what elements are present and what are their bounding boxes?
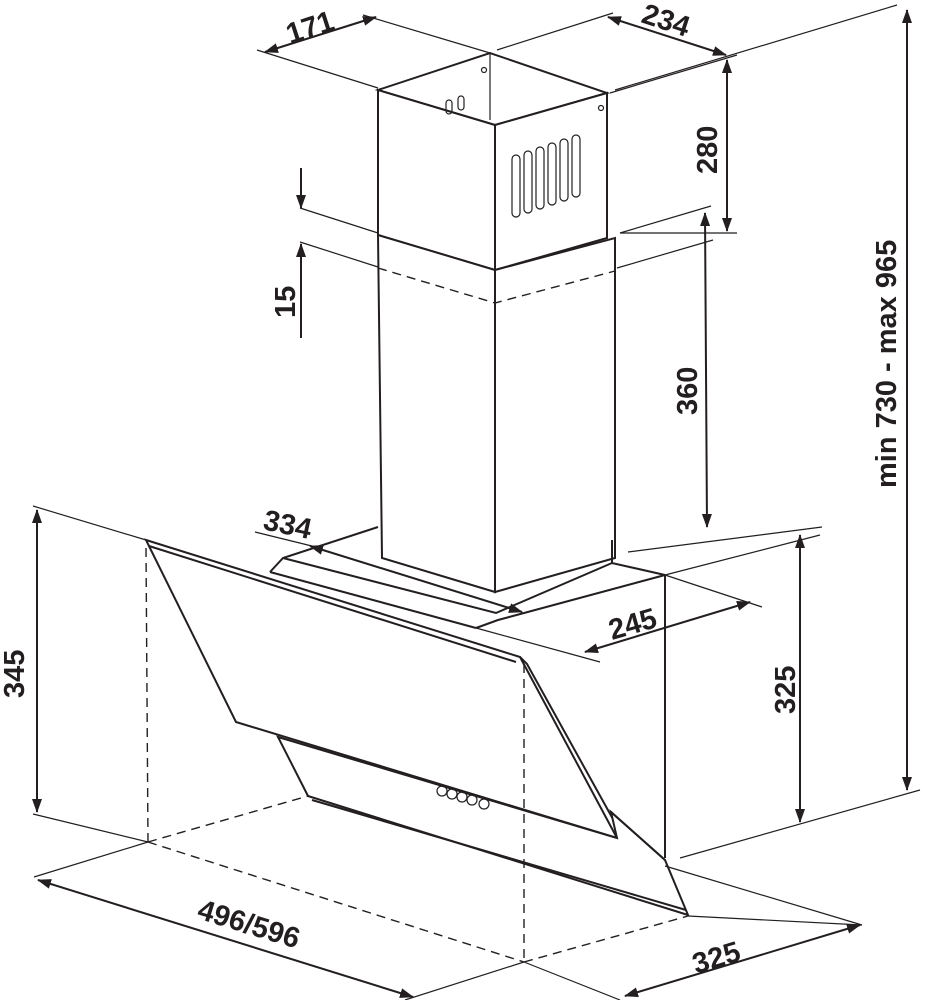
dimension-lines — [32, 8, 912, 998]
dim-label-280: 280 — [692, 126, 724, 174]
dim-label-245: 245 — [605, 603, 660, 647]
dim-label-234: 234 — [638, 0, 694, 44]
dim-label-360: 360 — [672, 367, 704, 415]
control-buttons — [436, 785, 490, 810]
dim-label-total-height: min 730 - max 965 — [871, 240, 903, 488]
dim-line-245 — [584, 600, 751, 654]
upper-chimney-right-face — [494, 91, 608, 272]
dim-line-496-596 — [37, 879, 414, 998]
dim-label-345: 345 — [0, 650, 31, 698]
dim-line-234 — [607, 16, 727, 56]
lower-chimney-right-face — [494, 236, 616, 594]
chimney-clips — [445, 95, 465, 115]
vent-slots — [511, 134, 581, 218]
extension-lines — [32, 4, 921, 1001]
dim-label-325-depth: 325 — [689, 936, 745, 981]
dim-label-171: 171 — [282, 5, 338, 50]
lower-chimney — [376, 233, 616, 594]
upper-chimney — [374, 51, 611, 272]
dim-line-325-depth — [624, 923, 861, 998]
dim-line-334 — [309, 545, 523, 613]
dim-line-171 — [264, 16, 377, 53]
dim-label-15: 15 — [270, 286, 302, 318]
dim-label-334: 334 — [261, 505, 315, 546]
glass-panel — [144, 538, 690, 917]
dim-label-325-height: 325 — [770, 666, 802, 714]
dim-line-360 — [700, 212, 712, 528]
lower-chimney-left-face — [376, 233, 496, 594]
